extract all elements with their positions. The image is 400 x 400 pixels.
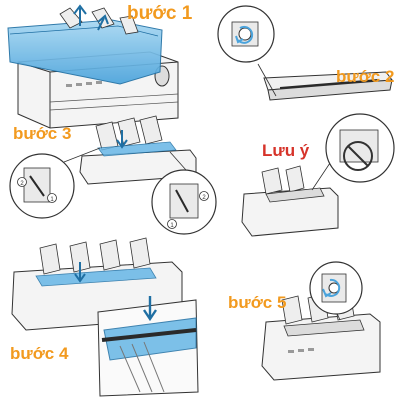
step1-illustration <box>7 4 179 129</box>
callout-1-right: 1 <box>170 223 174 229</box>
step3-illustration: 2 1 2 1 <box>9 115 217 235</box>
callout-2-right: 2 <box>202 195 206 201</box>
step5-illustration <box>261 261 381 381</box>
step-1-label: bước 1 <box>127 3 193 24</box>
step-5-label: bước 5 <box>228 293 287 312</box>
step2-illustration <box>217 5 393 101</box>
callout-2-left: 2 <box>20 181 24 187</box>
step-3-label: bước 3 <box>13 124 72 143</box>
callout-1-left: 1 <box>50 197 54 203</box>
step4-illustration <box>11 237 199 397</box>
note-label: Lưu ý <box>262 141 310 160</box>
step-2-label: bước 2 <box>336 67 395 86</box>
step-4-label: bước 4 <box>10 344 69 363</box>
note-illustration <box>241 113 395 237</box>
